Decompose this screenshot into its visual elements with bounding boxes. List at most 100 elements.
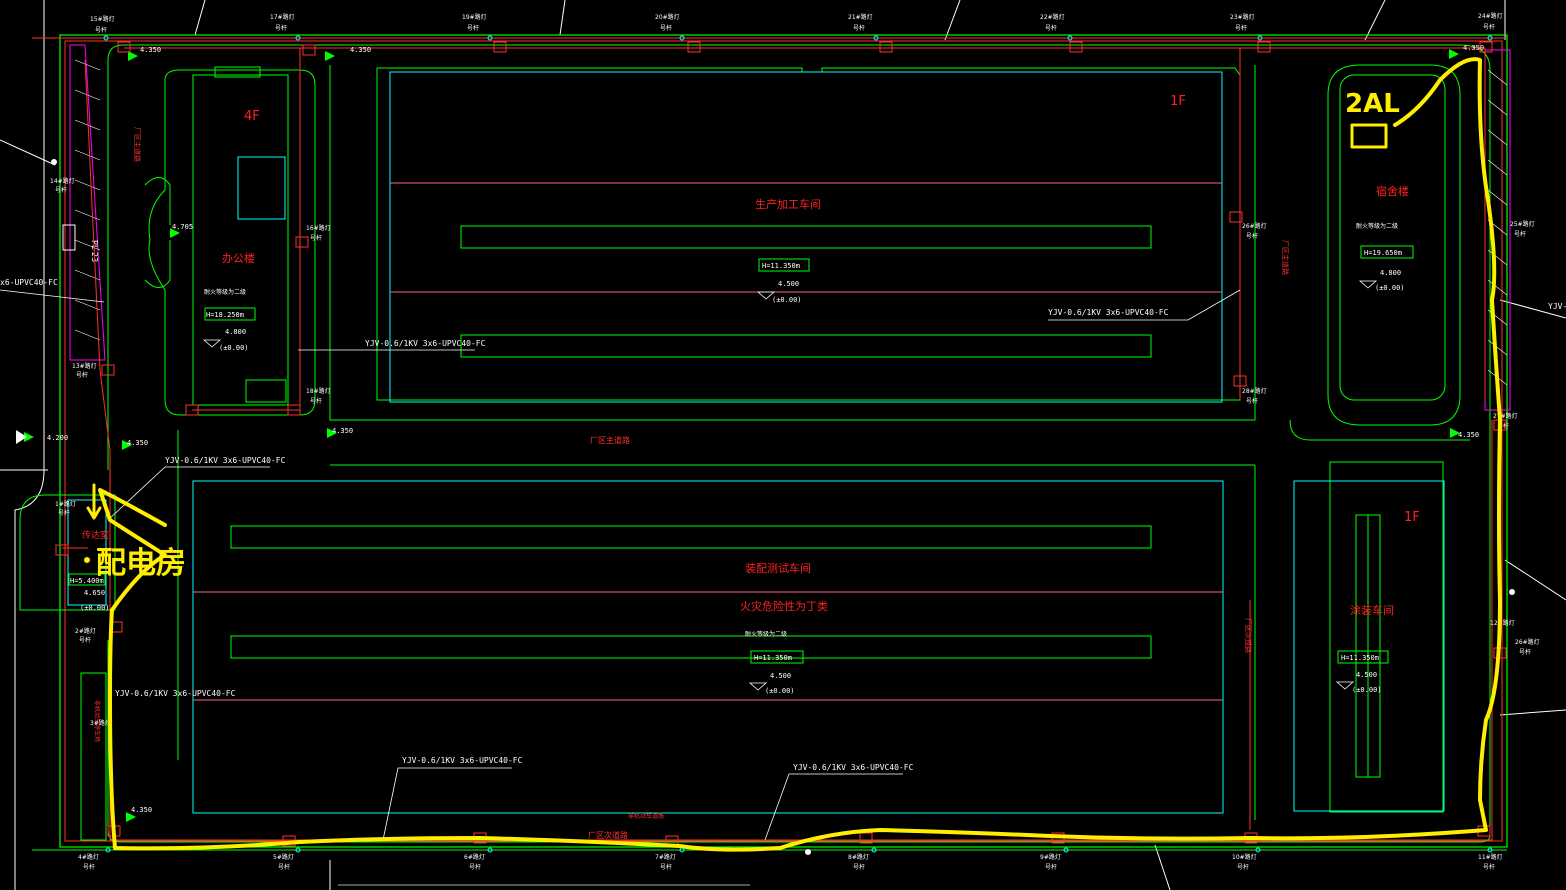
svg-text:号杆: 号杆 [1235, 24, 1247, 32]
dorm-note: 耐火等级为二级 [1356, 222, 1398, 230]
play-icon[interactable] [16, 430, 27, 444]
production-floors: 1F [1170, 94, 1186, 109]
svg-text:号杆: 号杆 [853, 24, 865, 32]
dorm-elev: 4.800 [1380, 269, 1401, 277]
svg-text:15#路灯: 15#路灯 [90, 15, 115, 23]
road-main-left: 厂区主道路 [133, 127, 142, 162]
road-main-right: 厂区主道路 [1281, 240, 1290, 275]
svg-text:5#路灯: 5#路灯 [273, 853, 294, 861]
parking-areas: 非机动车停车场 PL-23 [62, 44, 1511, 841]
svg-text:号杆: 号杆 [83, 863, 95, 871]
production-building[interactable]: 1F 生产加工车间 H=11.350m 4.500 (±0.00) [376, 67, 1241, 403]
cable-route [62, 47, 1493, 841]
svg-text:4#路灯: 4#路灯 [78, 853, 99, 861]
svg-text:号杆: 号杆 [1045, 863, 1057, 871]
svg-text:26#路灯: 26#路灯 [1242, 222, 1267, 230]
svg-text:19#路灯: 19#路灯 [462, 13, 487, 21]
assembly-height: H=11.350m [754, 654, 792, 662]
dorm-height: H=19.650m [1364, 249, 1402, 257]
painting-building[interactable]: 1F 涂装车间 H=11.350m 4.500 (±0.00) [1293, 461, 1445, 813]
svg-text:12#路灯: 12#路灯 [1490, 619, 1515, 627]
cable-label-right: YJV- [1548, 302, 1566, 311]
painting-datum: (±0.00) [1352, 686, 1382, 694]
svg-text:28#路灯: 28#路灯 [1242, 387, 1267, 395]
svg-text:7#路灯: 7#路灯 [655, 853, 676, 861]
svg-text:3#路灯: 3#路灯 [90, 719, 111, 727]
office-datum: (±0.00) [219, 344, 249, 352]
svg-text:号杆: 号杆 [275, 24, 287, 32]
svg-text:号杆: 号杆 [660, 863, 672, 871]
handwritten-annotations [86, 57, 1502, 852]
svg-text:9#路灯: 9#路灯 [1040, 853, 1061, 861]
road-main-center: 厂区主道路 [590, 435, 630, 445]
cable-label-left: x6-UPVC40-FC [0, 278, 58, 287]
office-building[interactable]: 4F 办公楼 耐火等级为二级 H=18.250m 4.800 (±0.00) [144, 66, 316, 416]
annotation-dot [84, 557, 90, 563]
svg-text:号杆: 号杆 [660, 24, 672, 32]
svg-text:18#路灯: 18#路灯 [306, 387, 331, 395]
svg-text:号杆: 号杆 [1483, 863, 1495, 871]
office-note: 耐火等级为二级 [204, 288, 246, 296]
annotation-panel-label: 2AL [1345, 89, 1400, 119]
svg-text:13#路灯: 13#路灯 [72, 362, 97, 370]
assembly-building[interactable]: 装配测试车间 火灾危险性为丁类 耐火等级为二级 H=11.350m 4.500 … [192, 480, 1224, 814]
assembly-note: 耐火等级为二级 [745, 630, 787, 638]
dorm-name: 宿舍楼 [1376, 184, 1409, 198]
cable-label-prod: YJV-0.6/1KV 3x6-UPVC40-FC [1048, 308, 1169, 317]
painting-name: 涂装车间 [1350, 603, 1394, 617]
svg-text:号杆: 号杆 [58, 509, 70, 517]
svg-text:号杆: 号杆 [76, 371, 88, 379]
svg-text:4.200: 4.200 [47, 434, 68, 442]
svg-text:26#路灯: 26#路灯 [1515, 638, 1540, 646]
dorm-building[interactable]: 宿舍楼 耐火等级为二级 H=19.650m 4.800 (±0.00) [1327, 64, 1461, 426]
svg-text:4.350: 4.350 [140, 46, 161, 54]
svg-text:4.350: 4.350 [1463, 44, 1484, 52]
svg-text:14#路灯: 14#路灯 [50, 177, 75, 185]
annotation-power-room: 配电房 [96, 546, 186, 581]
painting-elev: 4.500 [1356, 671, 1377, 679]
svg-text:4.350: 4.350 [332, 427, 353, 435]
svg-text:2#路灯: 2#路灯 [75, 627, 96, 635]
cable-label-west: YJV-0.6/1KV 3x6-UPVC40-FC [115, 689, 236, 698]
elevation-markers: 4.350 4.350 4.350 4.200 4.350 4.350 4.35… [24, 44, 1484, 822]
svg-text:号杆: 号杆 [1045, 24, 1057, 32]
svg-text:23#路灯: 23#路灯 [1230, 13, 1255, 21]
guard-datum: (±0.00) [80, 604, 110, 612]
svg-text:号杆: 号杆 [1497, 422, 1509, 430]
svg-text:1#路灯: 1#路灯 [55, 500, 76, 508]
svg-text:号杆: 号杆 [79, 636, 91, 644]
svg-text:8#路灯: 8#路灯 [848, 853, 869, 861]
office-floors: 4F [244, 109, 260, 124]
parking-label: 非机动车停车场 [93, 700, 101, 742]
guard-house[interactable]: 传达室 H=5.400m 4.650 (±0.00) [19, 494, 116, 612]
svg-text:24#路灯: 24#路灯 [1478, 12, 1503, 20]
production-datum: (±0.00) [772, 296, 802, 304]
svg-text:号杆: 号杆 [1519, 648, 1531, 656]
production-name: 生产加工车间 [755, 197, 821, 211]
assembly-name: 装配测试车间 [745, 561, 811, 575]
svg-text:11#路灯: 11#路灯 [1478, 853, 1503, 861]
road-bottom-small: 非机动车道路 [628, 812, 664, 820]
svg-text:16#路灯: 16#路灯 [306, 224, 331, 232]
production-elev: 4.500 [778, 280, 799, 288]
svg-text:4.705: 4.705 [172, 223, 193, 231]
painting-floors: 1F [1404, 510, 1420, 525]
office-elev: 4.800 [225, 328, 246, 336]
guard-elev: 4.650 [84, 589, 105, 597]
svg-text:号杆: 号杆 [469, 863, 481, 871]
dorm-datum: (±0.00) [1375, 284, 1405, 292]
svg-text:号杆: 号杆 [1246, 397, 1258, 405]
svg-text:号杆: 号杆 [1246, 232, 1258, 240]
svg-text:6#路灯: 6#路灯 [464, 853, 485, 861]
cable-label-guard: YJV-0.6/1KV 3x6-UPVC40-FC [165, 456, 286, 465]
guard-height: H=5.400m [70, 577, 104, 585]
svg-text:10#路灯: 10#路灯 [1232, 853, 1257, 861]
svg-text:4.350: 4.350 [1458, 431, 1479, 439]
cable-labels: x6-UPVC40-FC YJV-0.6/1KV 3x6-UPVC40-FC Y… [0, 278, 1566, 841]
svg-text:22#路灯: 22#路灯 [1040, 13, 1065, 21]
